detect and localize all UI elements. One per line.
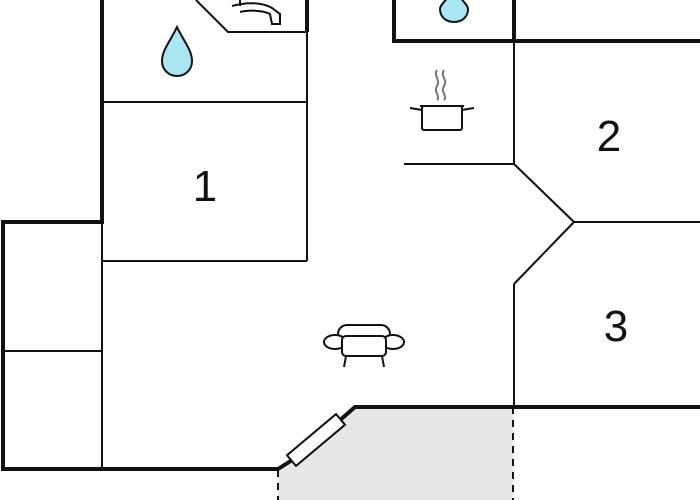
room-label-2: 2 [597, 112, 621, 161]
cooking-pot-icon [409, 69, 475, 131]
terrace-area [278, 407, 513, 500]
interior-walls [3, 0, 700, 469]
armchair-icon [323, 324, 405, 368]
water-drop-icon [160, 24, 194, 78]
room-label-1: 1 [193, 162, 217, 211]
door-icon [285, 412, 347, 468]
water-drop-icon [438, 0, 470, 24]
room-label-3: 3 [604, 302, 628, 351]
outer-walls [1, 0, 700, 471]
bath-tap-icon [231, 0, 281, 25]
